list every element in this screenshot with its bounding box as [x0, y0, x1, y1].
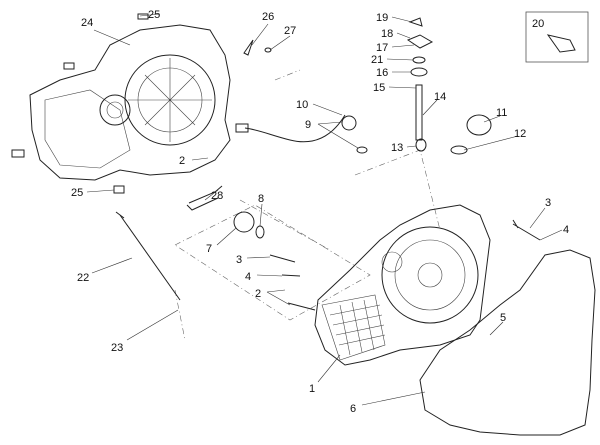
- part-labels: 25 26 27 24 19 18 17 21 16 15 20 10 9 14…: [71, 9, 569, 415]
- label-6: 6: [350, 403, 356, 415]
- label-20: 20: [532, 18, 544, 30]
- label-14: 14: [434, 91, 446, 103]
- label-16: 16: [376, 67, 388, 79]
- label-26: 26: [262, 11, 274, 23]
- label-4b: 4: [563, 224, 569, 236]
- label-27: 27: [284, 25, 296, 37]
- label-25b: 25: [71, 187, 83, 199]
- small-parts: [11, 13, 576, 311]
- part-20-box: [525, 11, 589, 63]
- leader-lines: [86, 13, 563, 406]
- label-15: 15: [373, 82, 385, 94]
- label-4: 4: [245, 271, 251, 283]
- label-5: 5: [500, 312, 506, 324]
- assembly-guide-lines: [174, 69, 441, 341]
- part-left-cover: [29, 24, 231, 181]
- part-clutch-cover: [314, 204, 491, 366]
- label-24: 24: [81, 17, 93, 29]
- label-10: 10: [296, 99, 308, 111]
- label-3b: 3: [545, 197, 551, 209]
- part-gasket: [419, 249, 596, 436]
- label-12: 12: [514, 128, 526, 140]
- label-2: 2: [179, 155, 185, 167]
- label-2b: 2: [255, 288, 261, 300]
- label-8: 8: [258, 193, 264, 205]
- label-18: 18: [381, 28, 393, 40]
- label-7: 7: [206, 243, 212, 255]
- label-21: 21: [371, 54, 383, 66]
- label-9: 9: [305, 119, 311, 131]
- label-3: 3: [236, 254, 242, 266]
- label-19: 19: [376, 12, 388, 24]
- label-17: 17: [376, 42, 388, 54]
- label-11: 11: [496, 107, 507, 119]
- label-22: 22: [77, 272, 89, 284]
- label-1: 1: [309, 383, 315, 395]
- label-23: 23: [111, 342, 123, 354]
- label-13: 13: [391, 142, 403, 154]
- label-25: 25: [148, 9, 160, 21]
- label-28: 28: [211, 190, 223, 202]
